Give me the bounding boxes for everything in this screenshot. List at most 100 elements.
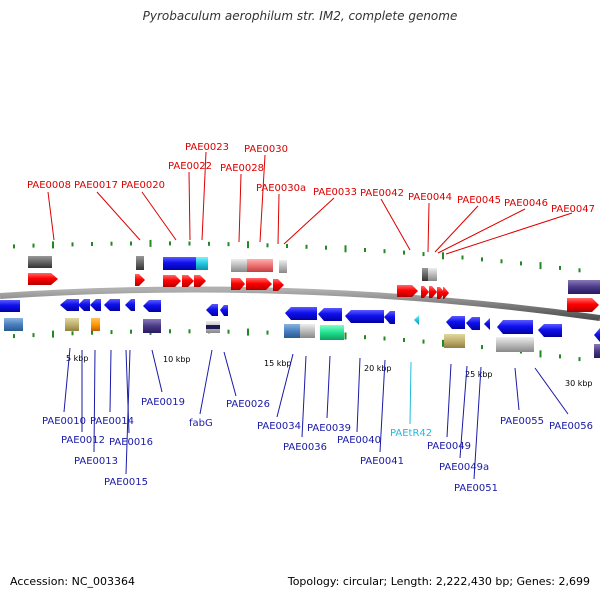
gene-label-pae0020[interactable]: PAE0020 [121, 180, 165, 191]
reverse-gene-arrows [0, 299, 600, 342]
forward-gene-arrow [246, 278, 272, 290]
tick-mark [422, 252, 425, 257]
gene-label-pae0008[interactable]: PAE0008 [27, 180, 71, 191]
tick-mark [110, 241, 113, 246]
gene-label-pae0022[interactable]: PAE0022 [168, 161, 212, 172]
feature-box [91, 318, 100, 331]
scale-label: 15 kbp [264, 359, 292, 368]
tick-mark [110, 330, 113, 335]
gene-label-pae0016[interactable]: PAE0016 [109, 437, 153, 448]
reverse-gene-arrow [220, 305, 228, 316]
gene-label-pae0030[interactable]: PAE0030 [244, 144, 288, 155]
tick-mark [520, 261, 522, 266]
reverse-gene-arrow [384, 311, 395, 324]
gene-label-pae0046[interactable]: PAE0046 [504, 198, 548, 209]
scale-label: 25 kbp [465, 370, 493, 379]
feature-box [206, 325, 220, 329]
feature-box [196, 257, 208, 270]
tick-mark [500, 259, 503, 264]
forward-gene-arrow [194, 275, 206, 287]
tick-mark [208, 241, 210, 246]
tick-mark [364, 335, 366, 340]
gene-label-pae0056[interactable]: PAE0056 [549, 421, 593, 432]
scale-labels: 5 kbp 10 kbp 15 kbp 20 kbp 25 kbp 30 kbp [66, 354, 593, 388]
gene-label-pae0041[interactable]: PAE0041 [360, 456, 404, 467]
gene-label-pae0034[interactable]: PAE0034 [257, 421, 301, 432]
gene-label-pae0010[interactable]: PAE0010 [42, 416, 86, 427]
forward-gene-arrow [443, 287, 449, 299]
reverse-gene-arrow [345, 310, 384, 323]
tick-mark [71, 331, 74, 336]
tick-mark [91, 330, 93, 335]
forward-annotation-boxes [28, 256, 600, 294]
feature-box [444, 334, 465, 348]
gene-label-pae0017[interactable]: PAE0017 [74, 180, 118, 191]
tick-mark [52, 330, 54, 338]
reverse-gene-arrow [446, 316, 465, 329]
scale-label: 20 kbp [364, 364, 392, 373]
gene-label-pae0033[interactable]: PAE0033 [313, 187, 357, 198]
tick-mark [32, 333, 35, 338]
topology-summary: Topology: circular; Length: 2,222,430 bp… [287, 575, 590, 588]
gene-label-pae0049a[interactable]: PAE0049a [439, 462, 489, 473]
gene-label-pae0045[interactable]: PAE0045 [457, 195, 501, 206]
forward-gene-arrow [429, 286, 437, 298]
feature-box [247, 259, 273, 272]
tick-mark [559, 354, 561, 359]
gene-label-fabg[interactable]: fabG [189, 418, 213, 429]
gene-label-pae0047[interactable]: PAE0047 [551, 204, 595, 215]
gene-label-pae0030a[interactable]: PAE0030a [256, 183, 306, 194]
reverse-gene-arrow [497, 320, 533, 334]
reverse-gene-arrow [90, 299, 101, 311]
reverse-gene-arrow [206, 304, 218, 316]
gene-label-pae0049[interactable]: PAE0049 [427, 441, 471, 452]
tick-mark [364, 248, 366, 252]
gene-label-pae0023[interactable]: PAE0023 [185, 142, 229, 153]
gene-label-pae0014[interactable]: PAE0014 [90, 416, 134, 427]
gene-label-pae0026[interactable]: PAE0026 [226, 399, 270, 410]
gene-label-pae0036[interactable]: PAE0036 [283, 442, 327, 453]
gene-label-pae0015[interactable]: PAE0015 [104, 477, 148, 488]
gene-label-pae0028[interactable]: PAE0028 [220, 163, 264, 174]
reverse-gene-arrow [104, 299, 120, 311]
tick-mark [130, 241, 132, 246]
tick-mark [422, 339, 425, 344]
reverse-gene-arrow [318, 308, 342, 321]
feature-box [28, 256, 52, 268]
forward-gene-arrow [273, 279, 284, 291]
tick-mark [91, 242, 93, 246]
scale-label: 10 kbp [163, 355, 191, 364]
forward-gene-arrow [28, 273, 58, 285]
gene-label-pae0040[interactable]: PAE0040 [337, 435, 381, 446]
feature-box [4, 318, 23, 331]
gene-label-pae0039[interactable]: PAE0039 [307, 423, 351, 434]
forward-gene-arrow [163, 275, 181, 287]
tick-mark [481, 257, 483, 262]
gene-label-paetr42[interactable]: PAEtR42 [390, 428, 432, 439]
forward-gene-labels: PAE0008 PAE0017 PAE0020 PAE0022 PAE0023 … [27, 142, 595, 215]
tick-mark [403, 250, 405, 255]
gene-label-pae0044[interactable]: PAE0044 [408, 192, 452, 203]
gene-label-pae0051[interactable]: PAE0051 [454, 483, 498, 494]
trna-marker [414, 315, 419, 325]
forward-gene-arrow [397, 285, 418, 297]
feature-box [284, 324, 300, 338]
gene-label-pae0055[interactable]: PAE0055 [500, 416, 544, 427]
gene-label-pae0012[interactable]: PAE0012 [61, 435, 105, 446]
gene-label-pae0019[interactable]: PAE0019 [141, 397, 185, 408]
tick-mark [13, 244, 15, 249]
reverse-gene-labels: PAE0010 PAE0012 PAE0013 PAE0014 PAE0016 … [42, 397, 593, 494]
tick-mark [325, 245, 327, 250]
feature-box [594, 344, 600, 358]
reverse-gene-arrow [60, 299, 79, 311]
tick-mark [130, 329, 132, 334]
tick-marks-top [13, 239, 581, 273]
feature-box [279, 260, 287, 273]
tick-mark [559, 265, 561, 270]
tick-mark [227, 242, 230, 247]
gene-label-pae0013[interactable]: PAE0013 [74, 456, 118, 467]
gene-label-pae0042[interactable]: PAE0042 [360, 188, 404, 199]
reverse-gene-arrow [125, 299, 135, 311]
tick-mark [442, 252, 444, 260]
